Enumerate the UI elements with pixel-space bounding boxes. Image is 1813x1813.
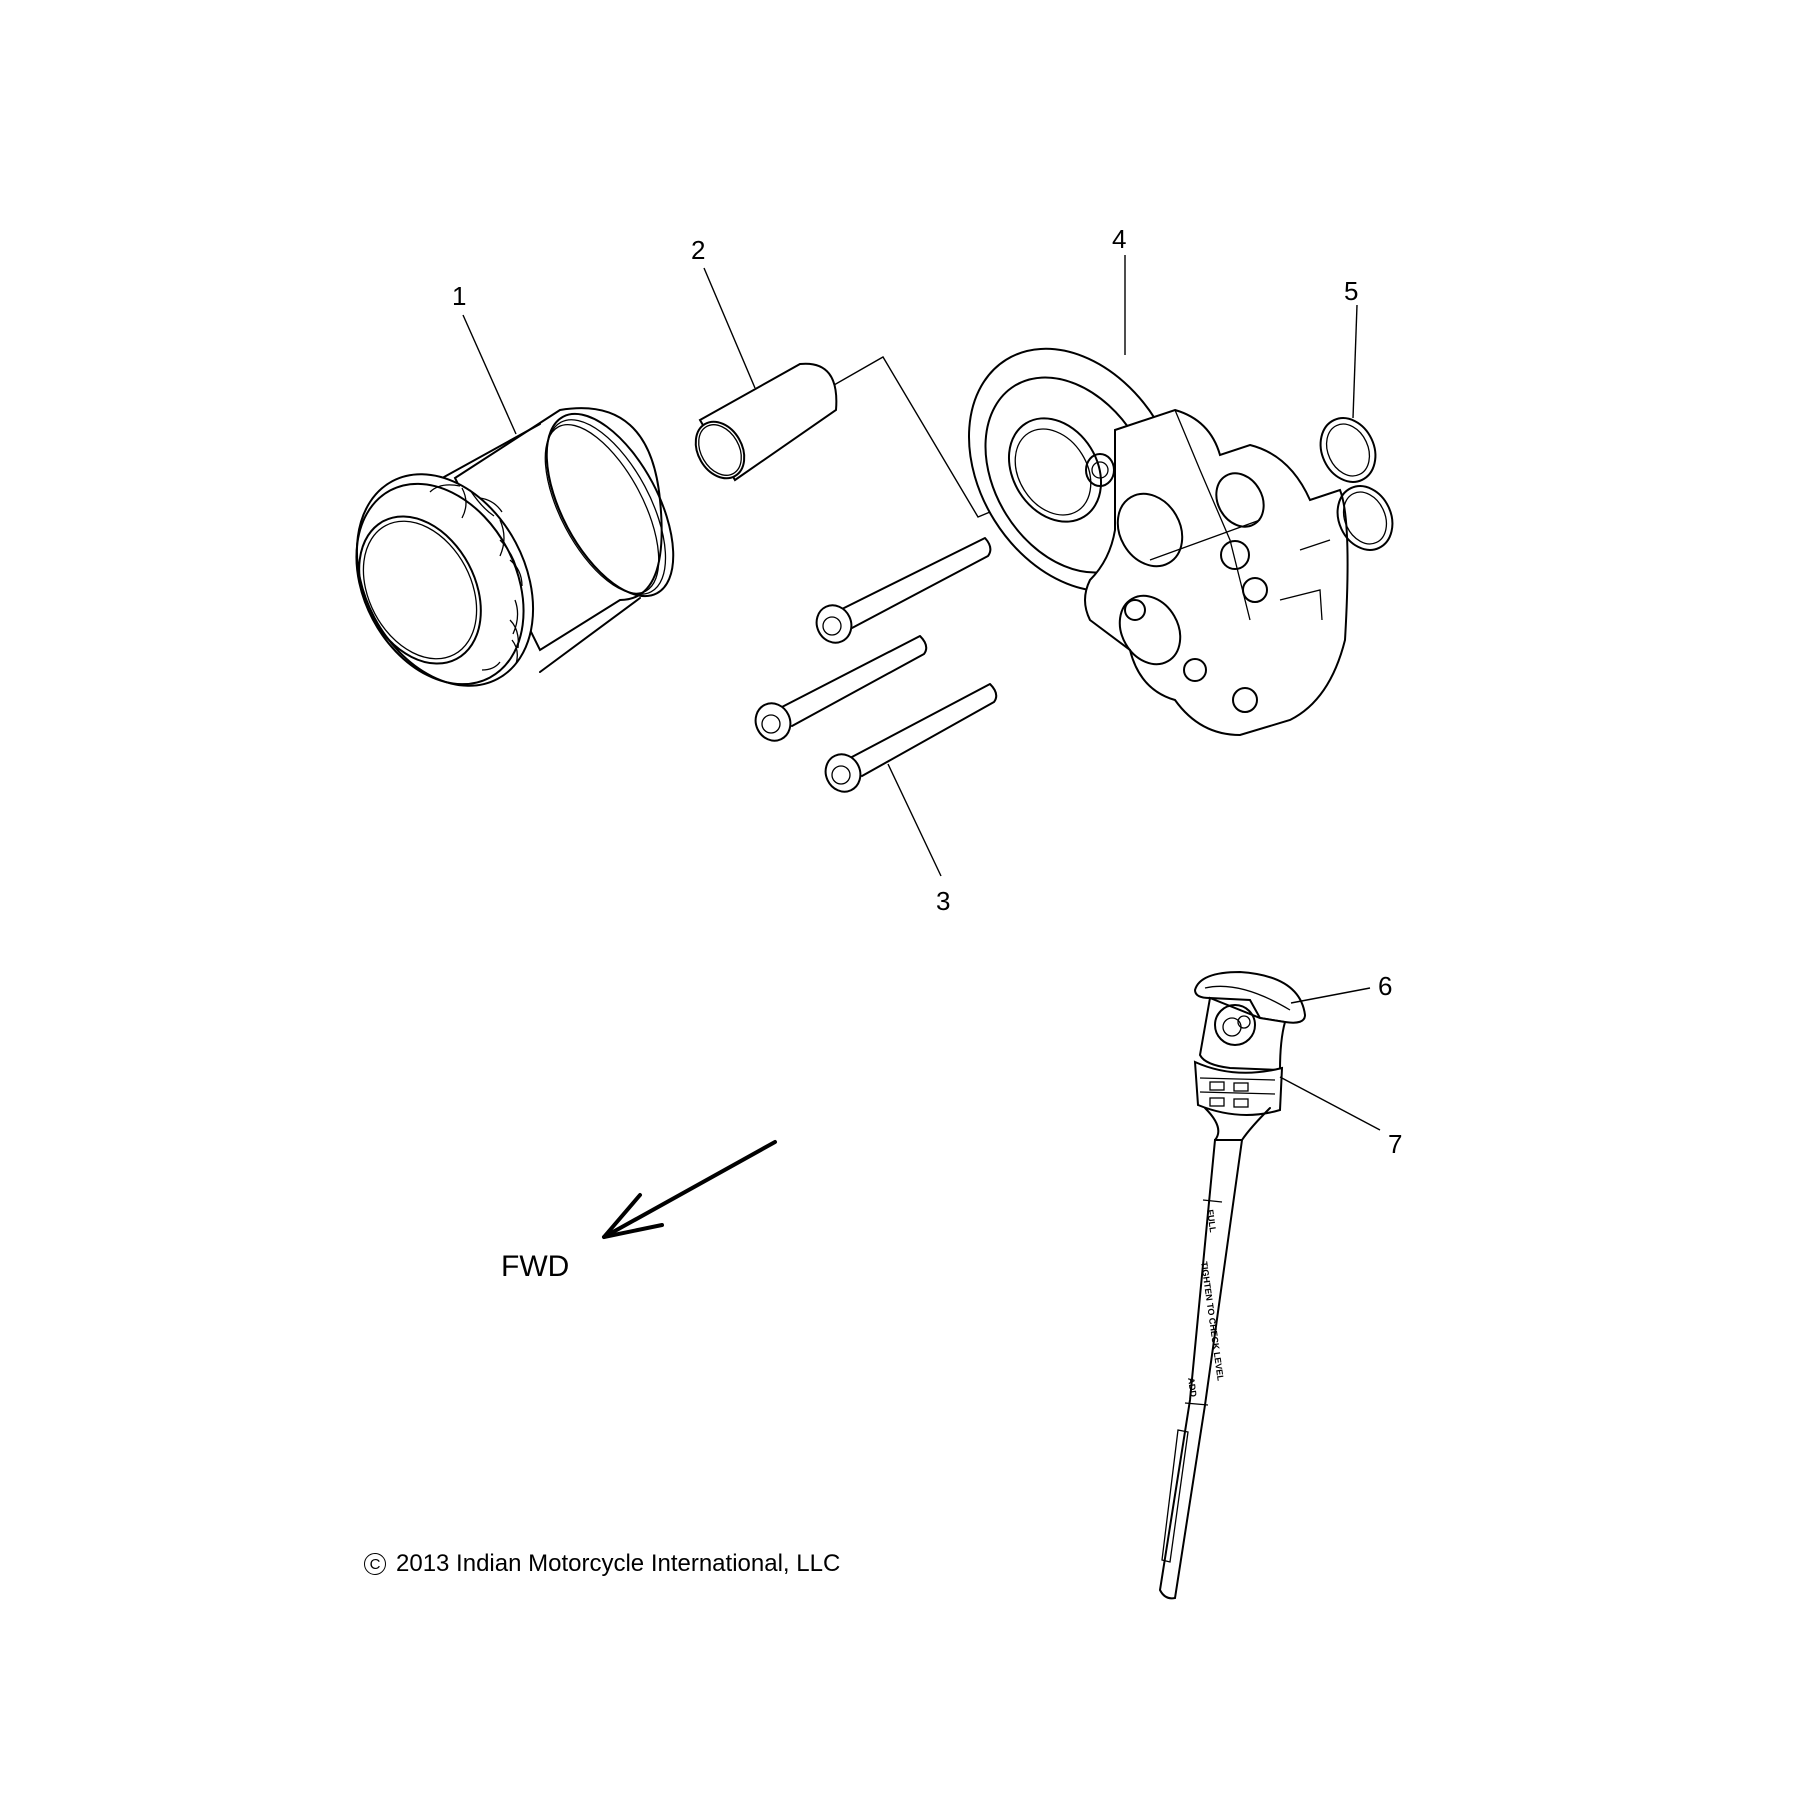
callout-4: 4: [1112, 224, 1127, 254]
callout-3: 3: [936, 886, 951, 916]
callout-7: 7: [1388, 1129, 1403, 1159]
callout-5: 5: [1344, 276, 1359, 306]
bolts-drawing: [754, 537, 998, 793]
copyright-notice: C 2013 Indian Motorcycle International, …: [364, 1550, 840, 1578]
forward-direction-label: FWD: [501, 1250, 570, 1283]
housing-drawing: [967, 347, 1349, 737]
callout-1: 1: [452, 281, 467, 311]
o-rings-drawing: [1319, 417, 1394, 551]
dipstick-full-marking: FULL: [1205, 1209, 1218, 1234]
oil-filter-drawing: [355, 407, 675, 687]
callout-2: 2: [691, 235, 706, 265]
sleeve-to-housing-leader: [833, 356, 991, 518]
leader-lines: [462, 255, 1381, 1131]
dipstick-add-marking: ADD: [1186, 1377, 1199, 1398]
copyright-text: 2013 Indian Motorcycle International, LL…: [396, 1550, 841, 1577]
copyright-icon: C: [364, 1553, 386, 1575]
callout-6: 6: [1378, 971, 1393, 1001]
sleeve-drawing: [694, 362, 838, 482]
dipstick-drawing: FULL TIGHTEN TO CHECK LEVEL ADD: [1158, 970, 1307, 1600]
forward-arrow-icon: [602, 1140, 777, 1239]
